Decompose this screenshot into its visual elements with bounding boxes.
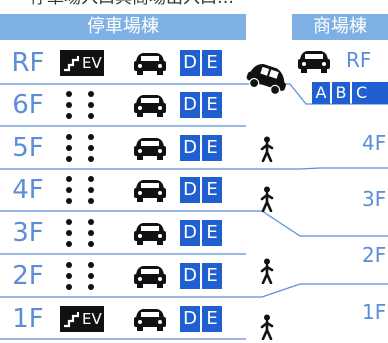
mall-floor-rf: RF	[346, 48, 372, 72]
mall-floor-4f: 4F	[362, 131, 387, 155]
mall-floor-2f: 2F	[362, 243, 387, 267]
pedestrian-icon	[260, 314, 274, 340]
floor-label-rf: RF	[11, 48, 45, 78]
floor-label-2f: 2F	[12, 261, 44, 291]
elevator-shaft-dots	[66, 91, 94, 119]
exit-d-box: D	[180, 135, 200, 161]
floor-label-4f: 4F	[12, 175, 44, 205]
escalator-icon	[64, 312, 79, 328]
parking-floor-6f: 6F D E	[0, 84, 246, 126]
parking-floor-2f: 2F D E	[0, 255, 246, 297]
floor-label-1f: 1F	[12, 304, 44, 334]
car-icon	[134, 53, 166, 75]
link-line-4f	[246, 167, 388, 170]
floor-label-3f: 3F	[12, 218, 44, 248]
car-icon	[134, 266, 166, 288]
link-line-3f	[246, 210, 388, 237]
pedestrian-icon	[260, 136, 274, 162]
elevator-badge: EV	[60, 306, 104, 332]
exit-e-box: E	[202, 135, 222, 161]
exit-e-box: E	[202, 220, 222, 246]
parking-floor-4f: 4F D E	[0, 169, 246, 211]
top-caption: 停車場入口與商場出入口…	[30, 0, 290, 8]
elevator-shaft-dots	[66, 262, 94, 290]
elevator-shaft-dots	[66, 219, 94, 247]
parking-floor-3f: 3F D E	[0, 212, 246, 254]
parking-floor-rf: RF EV D E	[0, 42, 246, 84]
floor-label-5f: 5F	[12, 133, 44, 163]
parking-floor-1f: 1F EV D E	[0, 298, 246, 340]
exit-d-box: D	[180, 50, 200, 76]
parking-floor-5f: 5F D E	[0, 127, 246, 169]
exit-d-box: D	[180, 306, 200, 332]
mall-entrance-b: B	[332, 82, 350, 104]
exit-e-box: E	[202, 177, 222, 203]
link-line-2f	[246, 283, 388, 298]
exit-e-box: E	[202, 306, 222, 332]
mall-rf-car-icon	[298, 51, 330, 73]
elevator-badge: EV	[60, 50, 104, 76]
floor-label-6f: 6F	[12, 90, 44, 120]
mall-floor-3f: 3F	[362, 187, 387, 211]
parking-building-header: 停車場棟	[0, 14, 246, 40]
car-icon	[134, 223, 166, 245]
pedestrian-icon	[260, 186, 274, 212]
elevator-shaft-dots	[66, 134, 94, 162]
exit-e-box: E	[202, 263, 222, 289]
exit-e-box: E	[202, 50, 222, 76]
exit-d-box: D	[180, 92, 200, 118]
exit-d-box: D	[180, 177, 200, 203]
exit-d-box: D	[180, 263, 200, 289]
mall-entrance-c: C	[352, 82, 388, 104]
escalator-icon	[64, 56, 79, 72]
elevator-label: EV	[82, 54, 102, 72]
car-icon	[134, 95, 166, 117]
exit-e-box: E	[202, 92, 222, 118]
car-icon	[134, 138, 166, 160]
pedestrian-icon	[260, 258, 274, 284]
ramp-car-icon	[246, 64, 286, 95]
mall-floor-1f: 1F	[362, 300, 387, 324]
car-icon	[134, 180, 166, 202]
elevator-label: EV	[82, 310, 102, 328]
car-icon	[134, 309, 166, 331]
exit-d-box: D	[180, 220, 200, 246]
mall-entrance-a: A	[312, 82, 330, 104]
mall-building-header: 商場棟	[292, 14, 388, 40]
elevator-shaft-dots	[66, 176, 94, 204]
